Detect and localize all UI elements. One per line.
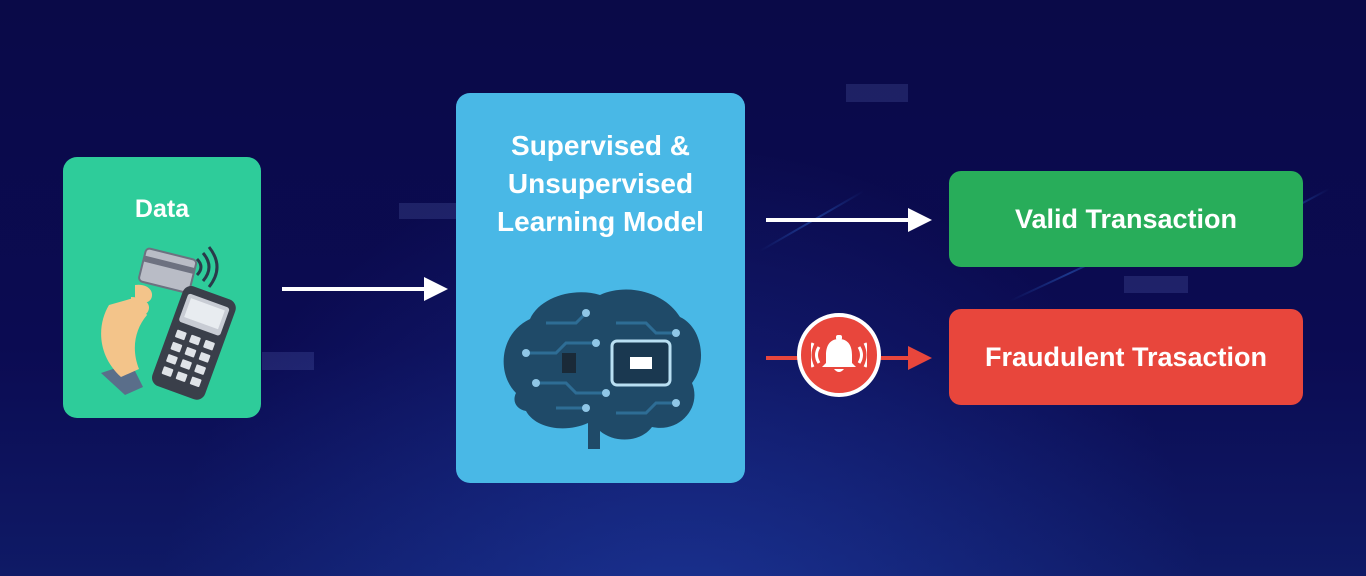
data-node-label: Data <box>63 195 261 224</box>
model-node-label: Supervised & Unsupervised Learning Model <box>466 127 735 241</box>
model-node: Supervised & Unsupervised Learning Model <box>456 93 745 483</box>
background-bar <box>399 203 457 219</box>
background-bar <box>262 352 314 370</box>
background-bar <box>1124 276 1188 293</box>
card-payment-terminal-icon <box>91 245 241 405</box>
valid-transaction-label: Valid Transaction <box>1015 204 1237 235</box>
arrow-data-to-model <box>280 276 450 302</box>
background-bar <box>846 84 908 102</box>
fraudulent-transaction-node: Fraudulent Trasaction <box>949 309 1303 405</box>
fraudulent-transaction-label: Fraudulent Trasaction <box>985 342 1267 373</box>
circuit-brain-icon <box>496 283 706 453</box>
data-node: Data <box>63 157 261 418</box>
bell-alarm-icon <box>797 313 881 397</box>
arrow-model-to-valid <box>764 207 934 233</box>
valid-transaction-node: Valid Transaction <box>949 171 1303 267</box>
